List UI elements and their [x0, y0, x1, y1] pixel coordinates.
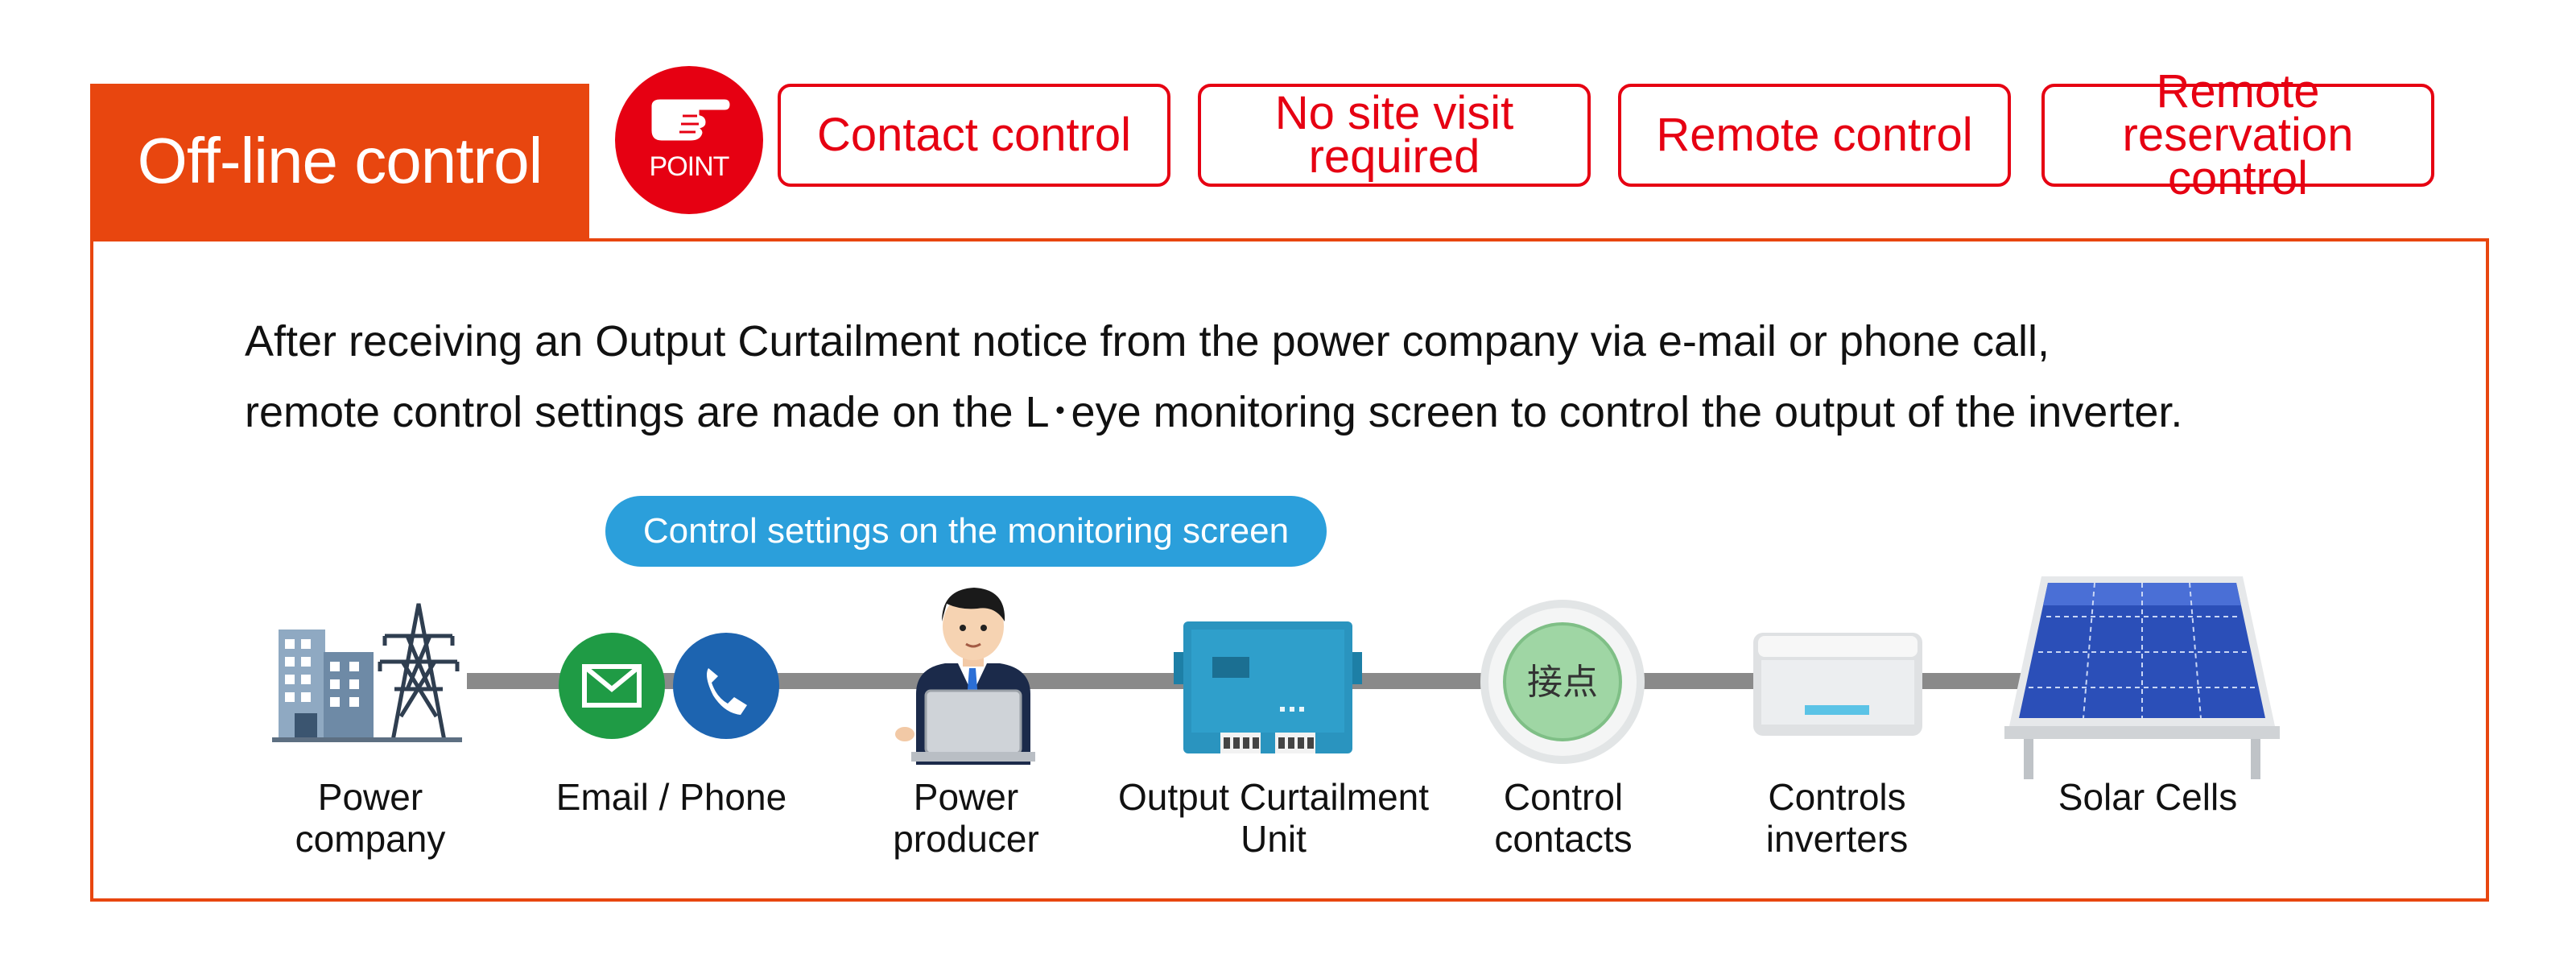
step-label-text: Power producer: [893, 776, 1039, 860]
control-contact-glyph: 接点: [1527, 662, 1598, 703]
flow-step-label-power-company: Power company: [295, 776, 446, 860]
description-line-2: remote control settings are made on the …: [245, 388, 2183, 436]
control-settings-label: Control settings on the monitoring scree…: [642, 511, 1290, 551]
content-frame: [90, 238, 2489, 902]
feature-remote-control: Remote control: [1618, 84, 2011, 187]
person-laptop-icon: [895, 588, 1035, 765]
feature-label: Contact control: [816, 109, 1132, 161]
power-company-icon: [272, 603, 462, 742]
inverter-icon: [1753, 633, 1922, 736]
feature-remote-reservation: Remote reservation control: [2041, 68, 2434, 202]
pointing-hand-icon: [649, 97, 733, 143]
curtailment-unit-icon: [1174, 621, 1362, 753]
feature-contact-control: Contact control: [778, 84, 1170, 187]
step-label-text: Power company: [295, 776, 446, 860]
description: After receiving an Output Curtailment no…: [245, 306, 2499, 448]
step-label-text: Control contacts: [1494, 776, 1633, 860]
flow-step-label-curtailment-unit: Output Curtailment Unit: [1118, 776, 1429, 860]
flow-step-label-power-producer: Power producer: [893, 776, 1039, 860]
flow-step-label-email-phone: Email / Phone: [556, 776, 786, 818]
solar-panel-icon: [2004, 576, 2280, 779]
feature-label: No site visit required: [1274, 87, 1514, 183]
step-label-text: Solar Cells: [2058, 776, 2238, 818]
email-phone-icon: [559, 633, 779, 739]
control-settings-pill: Control settings on the monitoring scree…: [605, 496, 1327, 567]
point-label: POINT: [649, 151, 730, 182]
control-contact-icon: 接点: [1480, 600, 1645, 764]
page-title-text: Off-line control: [137, 125, 543, 196]
step-label-text: Email / Phone: [555, 776, 787, 818]
feature-label: Remote reservation control: [2122, 65, 2354, 204]
feature-label: Remote control: [1656, 109, 1973, 161]
point-badge: POINT: [615, 66, 763, 214]
page-title: Off-line control: [90, 84, 589, 238]
step-label-text: Controls inverters: [1765, 776, 1909, 860]
feature-no-site-visit: No site visit required: [1198, 84, 1591, 187]
description-line-1: After receiving an Output Curtailment no…: [245, 317, 2050, 365]
flow-step-label-solar-cells: Solar Cells: [2058, 776, 2237, 818]
flow-step-label-control-contacts: Control contacts: [1494, 776, 1632, 860]
step-label-text: Output Curtailment Unit: [1117, 776, 1430, 860]
flow-step-label-controls-inverters: Controls inverters: [1766, 776, 1908, 860]
